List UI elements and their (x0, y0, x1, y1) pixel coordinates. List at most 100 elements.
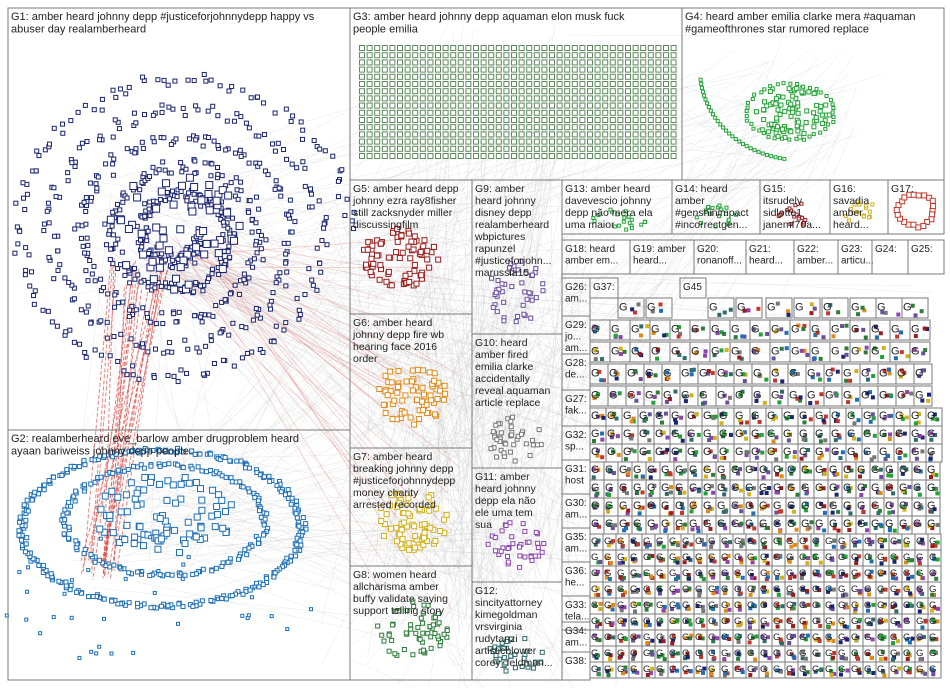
node (910, 574, 915, 579)
node (668, 472, 673, 477)
node (655, 66, 662, 73)
node (594, 145, 601, 152)
edge (171, 282, 736, 572)
node (663, 153, 669, 159)
node (632, 73, 639, 80)
edge (442, 329, 493, 500)
node (366, 153, 373, 159)
node (397, 131, 403, 138)
node (202, 239, 211, 248)
node (533, 153, 540, 159)
edge (446, 102, 570, 618)
node (602, 52, 609, 59)
node (795, 110, 801, 116)
node (383, 278, 390, 285)
node (594, 52, 601, 59)
node (424, 247, 431, 254)
node (298, 119, 304, 125)
node (878, 491, 883, 496)
node (457, 131, 464, 138)
node (493, 290, 499, 296)
node (480, 153, 487, 159)
node (655, 131, 662, 138)
node (662, 333, 667, 338)
small-group-label: G (623, 446, 631, 458)
small-group-label: G (717, 500, 725, 512)
node (819, 112, 825, 118)
node (564, 131, 571, 138)
node (480, 102, 487, 109)
node (147, 573, 153, 579)
node (450, 88, 457, 95)
node (617, 45, 624, 51)
edge (143, 259, 743, 641)
small-group-label: G (731, 500, 739, 512)
node (663, 45, 669, 51)
node (182, 113, 188, 119)
node (792, 450, 797, 455)
node (240, 591, 246, 597)
node (663, 66, 669, 73)
node (848, 511, 853, 516)
small-group-label: G (604, 536, 611, 547)
node (609, 73, 616, 80)
node (262, 132, 268, 138)
small-group-label: G (911, 428, 919, 440)
node (428, 634, 434, 640)
node (108, 246, 114, 252)
node (157, 463, 163, 469)
node (556, 59, 563, 66)
node (499, 528, 505, 534)
node (494, 454, 500, 460)
node (73, 538, 79, 544)
node (253, 194, 259, 200)
node (203, 343, 209, 349)
small-group-label: G (903, 301, 912, 313)
node (193, 513, 201, 521)
node (488, 52, 495, 59)
node (694, 412, 699, 417)
small-group-label: G (717, 518, 725, 530)
node (733, 335, 738, 340)
node (679, 415, 684, 420)
node (473, 59, 479, 66)
node (374, 52, 381, 59)
node (809, 520, 814, 525)
node (205, 108, 211, 114)
small-group-label: G (897, 389, 906, 401)
node (125, 467, 131, 473)
node (775, 133, 781, 139)
node (388, 379, 395, 386)
node (431, 411, 438, 418)
edge (123, 432, 471, 557)
node (389, 52, 396, 59)
node (366, 88, 373, 95)
edge (469, 216, 609, 620)
node (675, 560, 680, 565)
node (253, 220, 259, 226)
edge (367, 224, 448, 657)
node (253, 306, 259, 312)
edge (415, 131, 780, 492)
node (230, 215, 236, 221)
node (427, 524, 434, 531)
node (779, 136, 784, 141)
node (773, 155, 778, 160)
node (31, 292, 37, 298)
node (420, 630, 426, 636)
node (140, 569, 145, 574)
node (114, 201, 120, 207)
edge (169, 271, 827, 376)
node (713, 414, 718, 419)
small-group-label: G (605, 518, 613, 530)
node (421, 529, 428, 536)
node (289, 161, 295, 167)
edge (169, 534, 509, 574)
node (208, 338, 214, 344)
node (437, 527, 444, 534)
node (730, 134, 735, 139)
node (571, 95, 578, 102)
node (913, 313, 918, 318)
small-group-label: G (825, 536, 832, 547)
node (508, 418, 514, 424)
